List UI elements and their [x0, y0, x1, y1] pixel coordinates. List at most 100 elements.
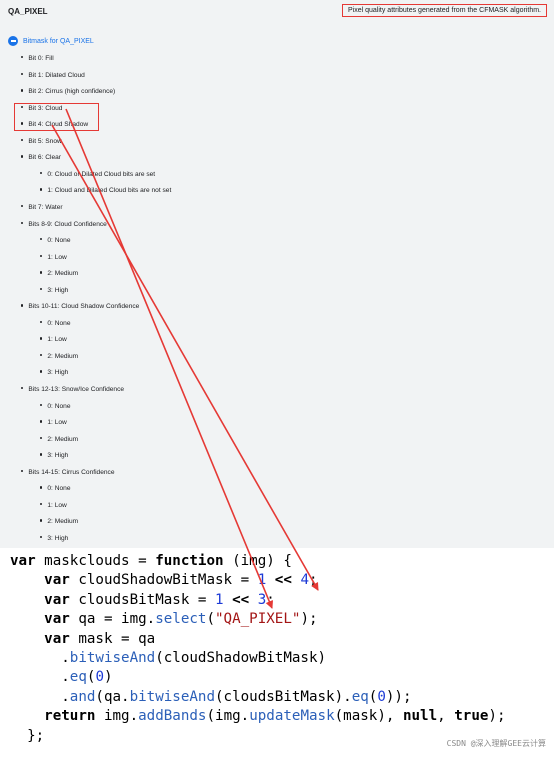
code-token: ( — [86, 669, 96, 686]
code-token: ); — [300, 611, 318, 628]
bitmask-subitem: 0: Cloud or Dilated Cloud bits are set — [40, 170, 155, 180]
code-token: (qa. — [95, 688, 130, 705]
bitmask-item-label: Bit 3: Cloud — [28, 104, 63, 112]
bitmask-item: Bits 10-11: Cloud Shadow Confidence — [21, 302, 139, 312]
bullet-icon — [21, 304, 24, 307]
bitmask-subitem: 0: None — [40, 319, 71, 329]
bitmask-subitem: 1: Low — [40, 501, 67, 511]
code-token: << — [223, 591, 258, 608]
bullet-icon — [40, 337, 43, 340]
bitmask-item-label: 3: High — [47, 286, 69, 294]
code-token: var — [10, 553, 36, 569]
code-token: "QA_PIXEL" — [215, 611, 301, 628]
code-token: . — [10, 688, 70, 705]
code-token: updateMask — [249, 708, 335, 725]
bitmask-item: Bit 1: Dilated Cloud — [21, 71, 85, 81]
code-token: true — [454, 708, 489, 725]
bullet-icon — [21, 89, 24, 92]
bitmask-item-label: Bit 5: Snow — [28, 137, 62, 145]
bitmask-item: Bits 14-15: Cirrus Confidence — [21, 468, 115, 478]
code-line: var maskclouds = function (img) { — [10, 552, 292, 571]
bitmask-title[interactable]: Bitmask for QA_PIXEL — [23, 37, 94, 45]
bullet-icon — [40, 370, 43, 373]
bitmask-item-label: 3: High — [47, 369, 69, 377]
code-token: 0 — [95, 669, 104, 686]
code-token: ; — [266, 591, 275, 608]
code-line: var cloudShadowBitMask = 1 << 4; — [10, 571, 318, 590]
bullet-icon — [21, 387, 24, 390]
bitmask-subitem: 1: Cloud and Dilated Cloud bits are not … — [40, 186, 171, 196]
bullet-icon — [40, 171, 43, 175]
code-token: eq — [351, 688, 369, 705]
bullet-icon — [40, 436, 43, 440]
code-line: }; — [10, 727, 44, 746]
code-token: << — [266, 572, 301, 589]
code-token: var — [44, 611, 70, 628]
bitmask-toggle[interactable]: Bitmask for QA_PIXEL — [8, 35, 94, 47]
watermark: CSDN @深入理解GEE云计算 — [446, 739, 546, 748]
code-token: ; — [308, 572, 318, 589]
bullet-icon — [40, 453, 43, 456]
bullet-icon — [21, 72, 24, 75]
bitmask-item: Bits 12-13: Snow/Ice Confidence — [21, 385, 124, 395]
bitmask-item-label: 1: Cloud and Dilated Cloud bits are not … — [47, 187, 172, 195]
code-line: .eq(0) — [10, 668, 112, 687]
bullet-icon — [21, 105, 24, 109]
bullet-icon — [40, 320, 43, 324]
bitmask-subitem: 1: Low — [40, 335, 67, 345]
code-token: var — [44, 630, 70, 647]
code-token: select — [155, 611, 207, 628]
bitmask-item-label: Bits 14-15: Cirrus Confidence — [28, 468, 115, 476]
code-token: 1 — [257, 572, 267, 589]
bitmask-item: Bit 0: Fill — [21, 54, 54, 64]
bullet-icon — [40, 287, 43, 291]
code-token: }; — [10, 727, 45, 744]
code-token: and — [69, 688, 96, 705]
collapse-minus-icon[interactable] — [8, 36, 18, 46]
bitmask-item-label: Bits 12-13: Snow/Ice Confidence — [28, 386, 125, 393]
bitmask-item-label: 0: None — [47, 237, 71, 245]
bitmask-item-label: 2: Medium — [47, 352, 79, 360]
code-token: cloudsBitMask = — [69, 591, 216, 608]
bitmask-subitem: 2: Medium — [40, 517, 78, 527]
bitmask-item-label: Bit 7: Water — [28, 203, 63, 211]
bitmask-item-label: 3: High — [47, 534, 69, 542]
bullet-icon — [40, 420, 43, 423]
bitmask-item-label: Bit 0: Fill — [28, 55, 54, 62]
bitmask-item-label: 0: None — [47, 319, 71, 327]
bitmask-subitem: 2: Medium — [40, 269, 78, 279]
bitmask-item: Bits 8-9: Cloud Confidence — [21, 220, 107, 230]
code-token: var — [44, 591, 70, 608]
code-token: (img) { — [223, 553, 292, 569]
bullet-icon — [40, 403, 43, 406]
bitmask-item-label: 1: Low — [47, 419, 67, 427]
bitmask-subitem: 3: High — [40, 286, 68, 296]
bullet-icon — [21, 204, 24, 208]
code-token: )); — [385, 688, 412, 705]
bitmask-subitem: 3: High — [40, 451, 68, 461]
band-name: QA_PIXEL — [8, 7, 48, 16]
bitmask-item-label: 3: High — [47, 452, 69, 460]
highlight-box-bits-3-4 — [14, 103, 99, 131]
code-token: 0 — [377, 688, 386, 705]
code-token — [10, 572, 44, 588]
bitmask-subitem: 2: Medium — [40, 435, 78, 445]
bullet-icon — [21, 138, 24, 142]
bullet-icon — [40, 502, 43, 506]
code-token: bitwiseAnd — [129, 688, 216, 705]
code-token: . — [10, 650, 70, 666]
bitmask-item-label: Bit 2: Cirrus (high confidence) — [28, 88, 116, 96]
bullet-icon — [40, 271, 43, 274]
bitmask-item: Bit 5: Snow — [21, 137, 62, 147]
code-token: cloudShadowBitMask = — [69, 572, 258, 589]
code-token — [10, 631, 44, 647]
bitmask-subitem: 0: None — [40, 402, 71, 412]
code-token — [10, 708, 44, 724]
code-line: .bitwiseAnd(cloudShadowBitMask) — [10, 649, 326, 668]
band-description-highlight: Pixel quality attributes generated from … — [342, 4, 547, 17]
bitmask-item: Bit 7: Water — [21, 203, 63, 213]
code-token: eq — [69, 669, 87, 686]
code-line: var cloudsBitMask = 1 << 3; — [10, 591, 275, 610]
code-token: , — [437, 708, 455, 725]
code-token: 4 — [300, 572, 309, 589]
